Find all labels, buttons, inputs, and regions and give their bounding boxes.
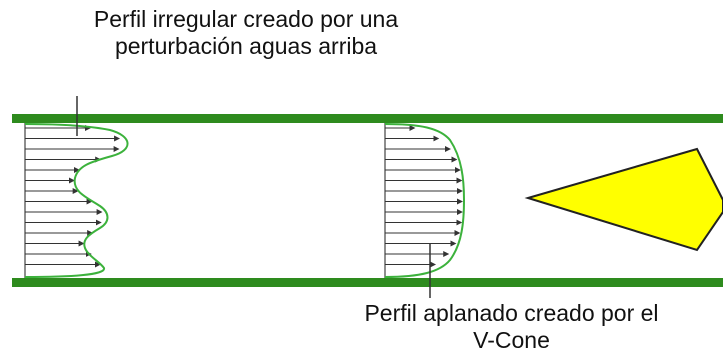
pipe-bottom-wall [12, 278, 723, 287]
profile-flat-curve [384, 123, 466, 278]
label-upstream-line1: Perfil irregular creado por una [93, 6, 399, 32]
profile-irregular-curve [24, 123, 129, 278]
profile-irregular-arrows [25, 125, 121, 268]
label-upstream-profile: Perfil irregular creado por una perturba… [36, 6, 456, 60]
label-vcone-line2: V-Cone [473, 327, 550, 353]
v-cone-element [524, 147, 723, 252]
pipe-top-wall [12, 114, 723, 123]
label-upstream-line2: perturbación aguas arriba [114, 33, 378, 59]
profile-flat-arrows [385, 125, 463, 268]
label-vcone-profile: Perfil aplanado creado por el V-Cone [300, 300, 723, 354]
label-vcone-line1: Perfil aplanado creado por el [364, 300, 659, 326]
